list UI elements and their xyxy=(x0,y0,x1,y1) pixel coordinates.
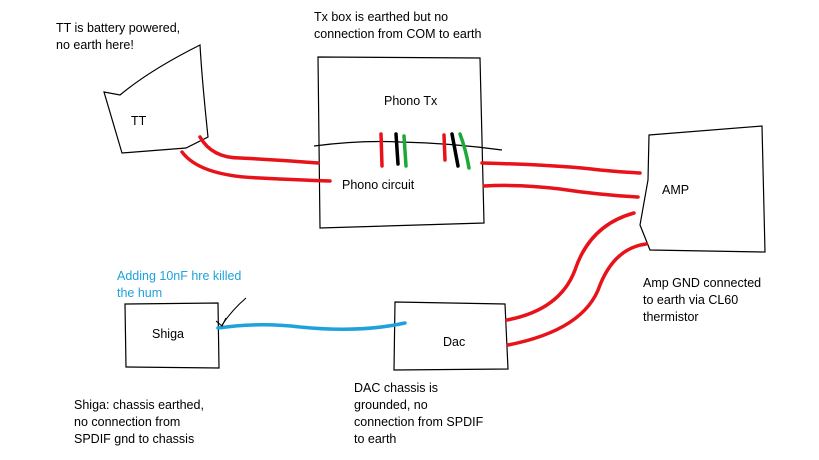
tx-box-note-line-2: connection from COM to earth xyxy=(314,27,482,41)
amp-gnd-note-line-2: to earth via CL60 xyxy=(643,293,739,307)
dac-box xyxy=(393,301,509,371)
tx-amp-wire-lower xyxy=(482,183,640,199)
component-green-2 xyxy=(458,132,471,170)
phono-circuit-label: Phono circuit xyxy=(342,178,415,192)
fix-note-line-2: the hum xyxy=(117,286,163,300)
tx-amp-wire-upper xyxy=(480,161,642,175)
dac-note-line-1: DAC chassis is xyxy=(354,381,439,395)
tt-box xyxy=(103,44,209,154)
amp-dac-wire-lower xyxy=(506,242,648,347)
dac-label: Dac xyxy=(443,335,466,349)
fix-pointer-head xyxy=(215,317,227,327)
component-red-1 xyxy=(379,132,384,168)
amp-box xyxy=(639,125,766,253)
dac-note-line-4: to earth xyxy=(354,432,397,446)
tt-power-note: TT is battery powered, no earth here! xyxy=(56,20,180,54)
shiga-note-line-1: Shiga: chassis earthed, xyxy=(74,398,204,412)
amp-gnd-note: Amp GND connected to earth via CL60 ther… xyxy=(643,275,761,326)
tx-box-note-line-1: Tx box is earthed but no xyxy=(314,10,449,24)
shiga-label: Shiga xyxy=(152,327,184,341)
tt-label: TT xyxy=(131,114,147,128)
shiga-note-line-2: no connection from xyxy=(74,415,181,429)
tt-power-note-line-1: TT is battery powered, xyxy=(56,21,181,35)
shiga-box xyxy=(124,302,220,369)
component-red-2 xyxy=(442,133,447,162)
phono-tx-box xyxy=(317,56,485,229)
phono-tx-label: Phono Tx xyxy=(384,94,438,108)
amp-gnd-note-line-3: thermistor xyxy=(643,310,699,324)
fix-pointer xyxy=(221,297,247,326)
fix-wire xyxy=(216,321,407,331)
tt-power-note-line-2: no earth here! xyxy=(56,38,134,52)
amp-dac-wire-upper xyxy=(505,211,636,322)
fix-note-line-1: Adding 10nF hre killed xyxy=(117,269,242,283)
fix-note: Adding 10nF hre killed the hum xyxy=(117,268,241,302)
component-black-1 xyxy=(394,132,400,166)
tx-box-note: Tx box is earthed but no connection from… xyxy=(314,9,481,43)
dac-note-line-3: connection from SPDIF xyxy=(354,415,484,429)
amp-gnd-note-line-1: Amp GND connected xyxy=(643,276,762,290)
tt-wire-upper xyxy=(198,135,320,165)
component-green-1 xyxy=(402,134,408,168)
dac-note-line-2: grounded, no xyxy=(354,398,428,412)
shiga-note: Shiga: chassis earthed, no connection fr… xyxy=(74,397,204,448)
component-black-2 xyxy=(450,132,460,168)
tt-wire-lower xyxy=(180,150,332,183)
shiga-note-line-3: SPDIF gnd to chassis xyxy=(74,432,195,446)
amp-label: AMP xyxy=(662,183,690,197)
dac-note: DAC chassis is grounded, no connection f… xyxy=(354,380,483,448)
tx-divider xyxy=(313,140,503,151)
